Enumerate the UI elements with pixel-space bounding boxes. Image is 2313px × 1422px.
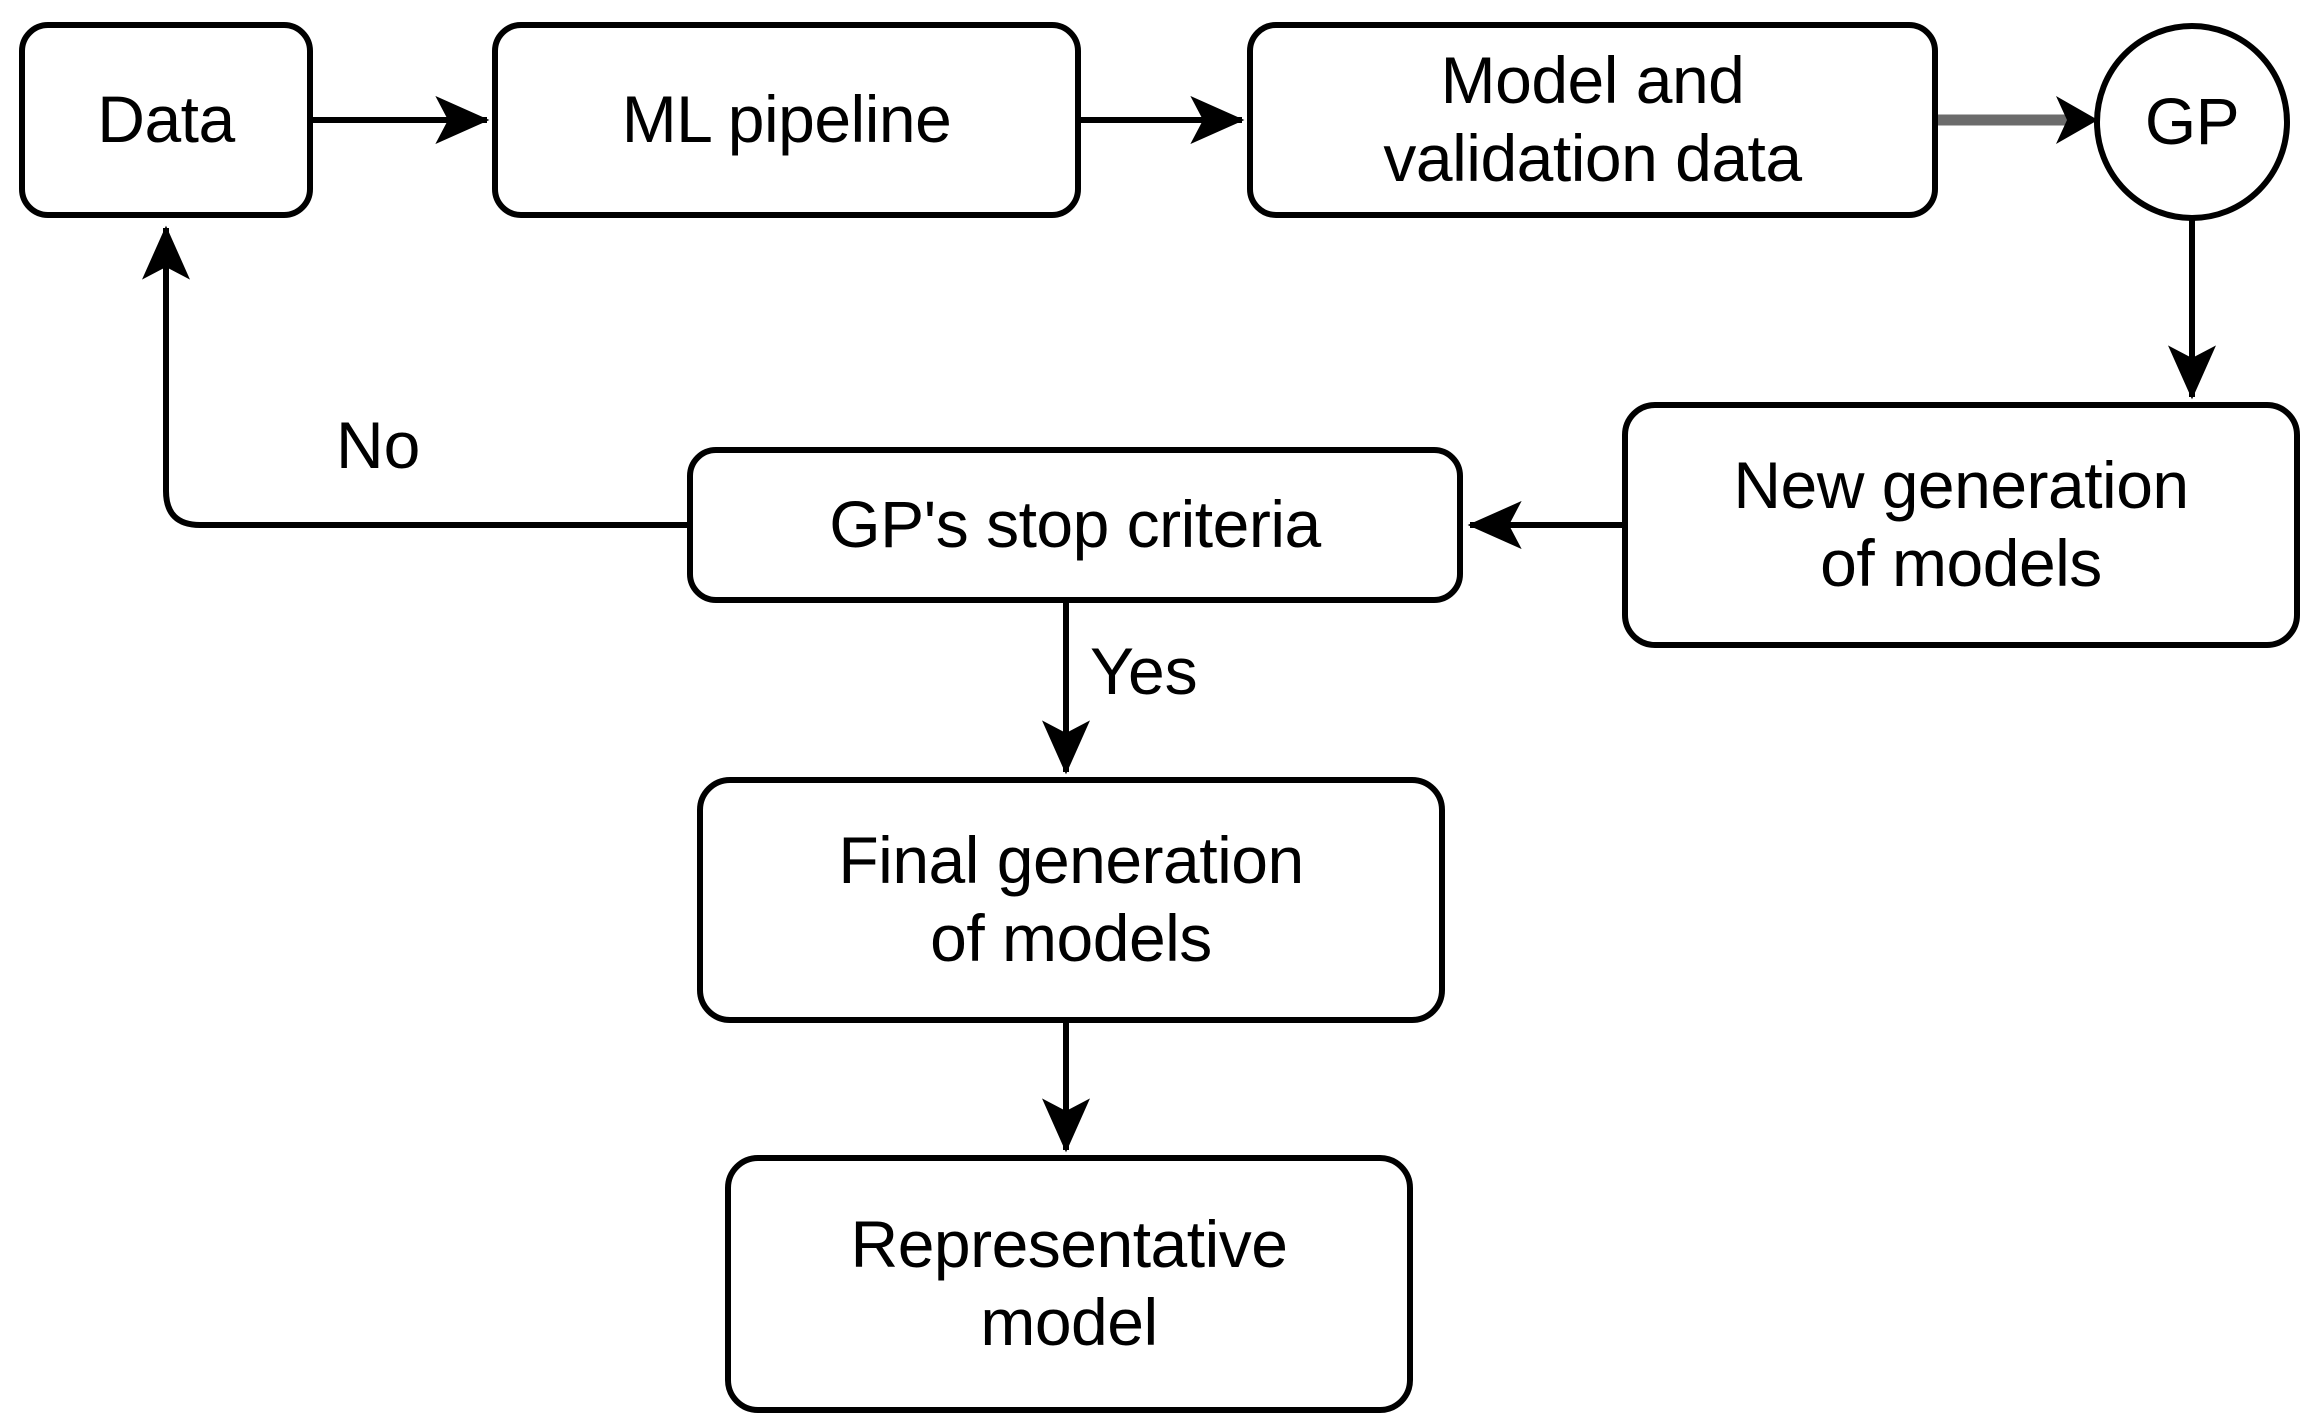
- node-shape-model-and-validation-data[interactable]: [1247, 22, 1938, 218]
- node-shape-new-generation-of-models[interactable]: [1622, 402, 2300, 648]
- node-shape-gp-stop-criteria[interactable]: [687, 447, 1463, 603]
- node-shape-ml-pipeline[interactable]: [492, 22, 1081, 218]
- edge-stop-criteria-to-data: [142, 225, 689, 528]
- edge-model-data-to-gp: [1936, 96, 2098, 144]
- edge-label-no: No: [336, 408, 421, 482]
- edge-label-yes: Yes: [1090, 634, 1198, 708]
- node-shape-data[interactable]: [19, 22, 313, 218]
- node-shape-gp[interactable]: [2094, 23, 2290, 221]
- node-shape-representative-model[interactable]: [725, 1155, 1413, 1413]
- node-shape-final-generation-of-models[interactable]: [697, 777, 1445, 1023]
